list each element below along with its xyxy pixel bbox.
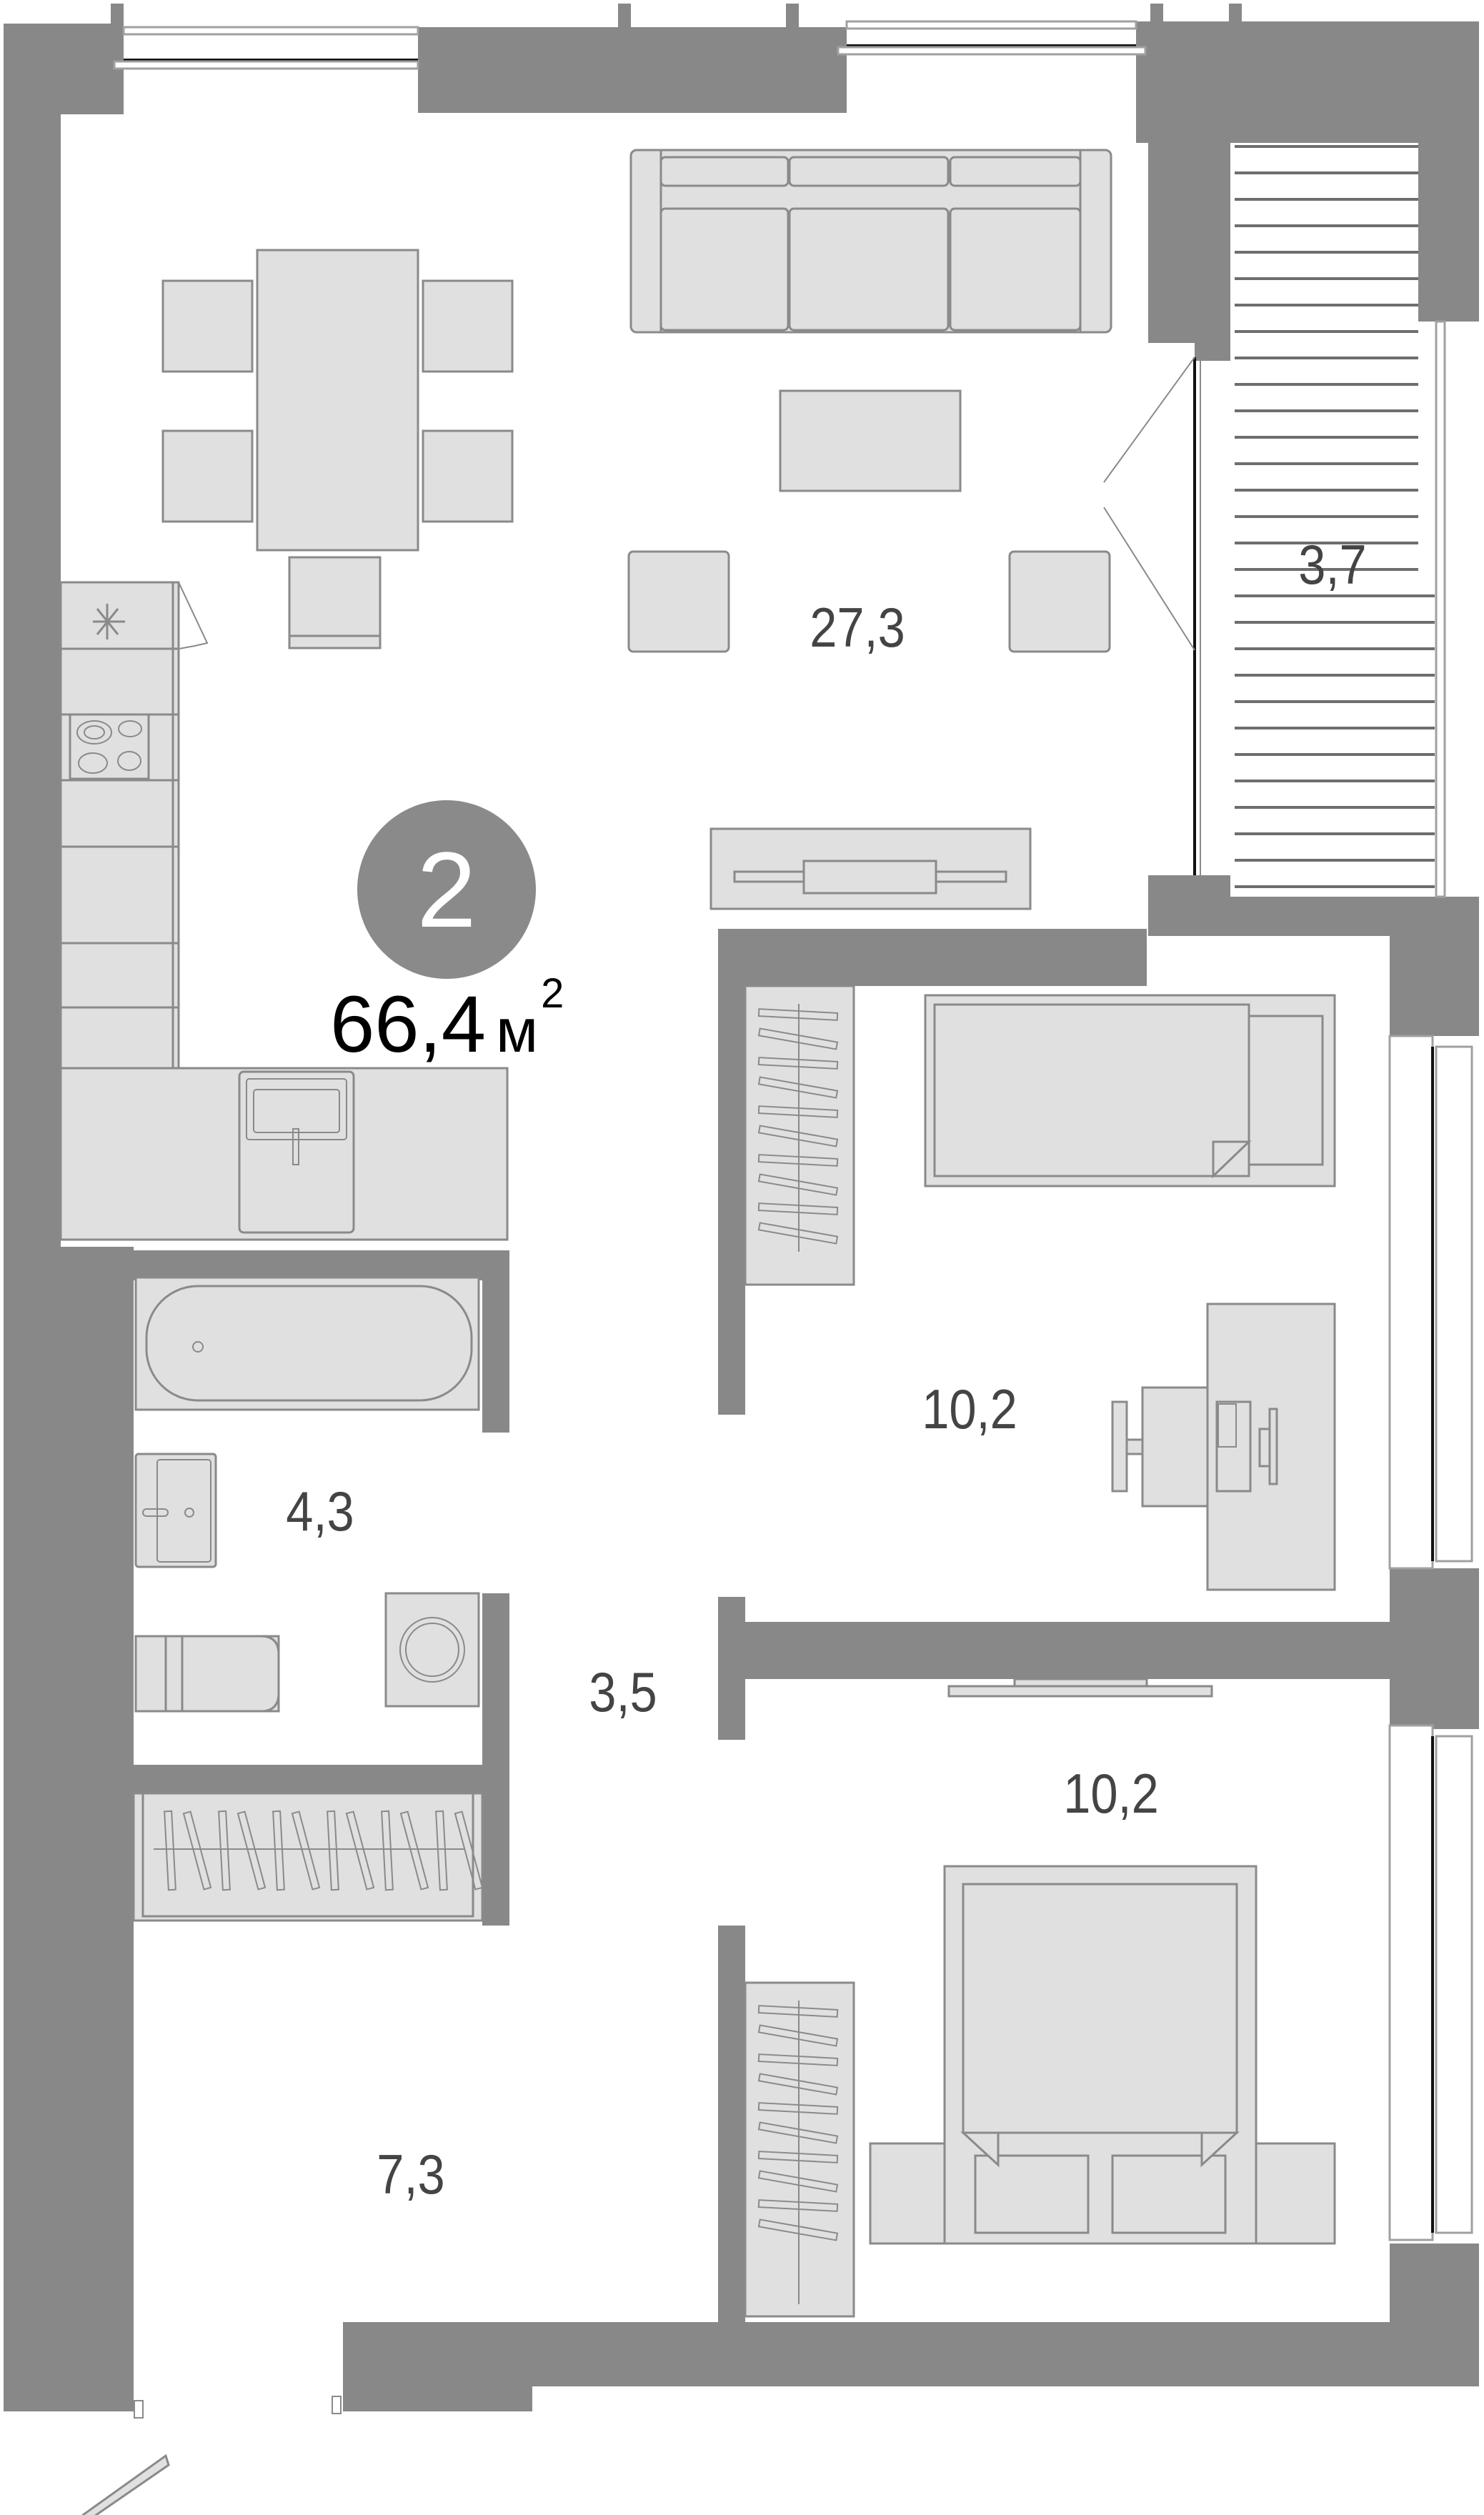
bathtub-icon [134,1276,480,1411]
windows [113,20,1473,2241]
desk-computer-icon [1111,1303,1336,1591]
dining-table [161,249,514,649]
entrance-door [81,2396,342,2515]
rooms-count-badge: 2 [357,800,536,979]
bedroom2-tv [947,1678,1213,1698]
coffee-table [779,389,962,492]
total-area-unit: м [495,997,539,1065]
rooms-count: 2 [417,830,477,950]
balcony-door-swing [1103,357,1195,483]
room-area-living-kitchen: 27,3 [810,596,905,659]
tv-stand-icon [709,827,1032,910]
bedroom1-wardrobe [744,985,855,1286]
room-area-hallway: 7,3 [377,2143,445,2206]
total-area-unit-power: 2 [541,970,564,1017]
washbasin-icon [134,1453,217,1568]
washing-machine-icon [384,1592,480,1708]
balcony-deck [1230,143,1435,897]
total-area-value: 66,4 [330,980,486,1069]
armchair-left [627,550,730,653]
room-area-corridor: 3,5 [589,1660,657,1723]
four-burner-stove-icon [69,713,150,780]
room-area-bedroom-1: 10,2 [922,1378,1017,1440]
kitchen-sink-icon [238,1070,355,1234]
room-area-bathroom: 4,3 [286,1480,354,1543]
bed-icon [924,994,1336,1187]
double-bed-icon [869,1865,1336,2245]
room-area-balcony: 3,7 [1298,533,1367,596]
wardrobe-hangers-icon [132,1792,484,1922]
walls [4,4,1479,2411]
armchair-right [1008,550,1111,653]
room-area-bedroom-2: 10,2 [1063,1762,1159,1825]
toilet-icon [134,1635,280,1713]
asterisk-fridge-icon [93,582,209,649]
sofa-icon [629,149,1112,334]
bedroom2-wardrobe [744,1981,855,2318]
